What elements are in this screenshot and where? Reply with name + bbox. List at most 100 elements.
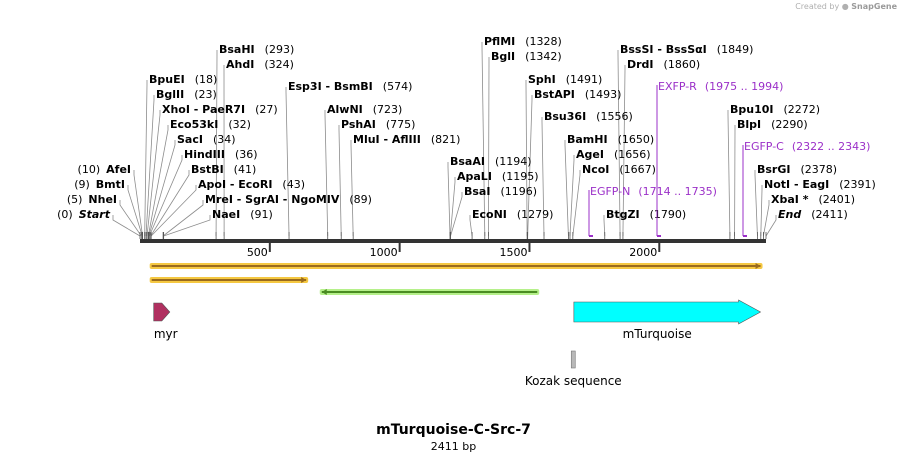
site-label[interactable]: EcoNI(1279)	[472, 208, 553, 221]
site-position: (1491)	[566, 73, 603, 86]
primer-label[interactable]: EXFP-R(1975 .. 1994)	[658, 80, 783, 93]
site-position: (1196)	[500, 185, 537, 198]
site-name: AhdI	[226, 58, 254, 71]
site-leader-line	[133, 170, 143, 237]
site-leader-line	[163, 215, 211, 237]
ruler-tick-label: 2000	[629, 246, 657, 259]
site-label[interactable]: DrdI(1860)	[627, 58, 700, 71]
site-name: XhoI - PaeR7I	[162, 103, 245, 116]
site-label[interactable]: BglI(1342)	[491, 50, 562, 63]
site-leader-line	[150, 170, 190, 237]
site-position: (0)	[57, 208, 73, 221]
site-label[interactable]: BtgZI(1790)	[606, 208, 686, 221]
feature-arrow[interactable]	[573, 299, 762, 325]
site-label[interactable]: XhoI - PaeR7I (27)	[162, 103, 278, 116]
site-label[interactable]: Bsu36I(1556)	[544, 110, 633, 123]
site-position: (27)	[255, 103, 278, 116]
site-label[interactable]: SacI(34)	[177, 133, 236, 146]
primer-label[interactable]: EGFP-C(2322 .. 2343)	[744, 140, 870, 153]
site-position: (723)	[373, 103, 403, 116]
site-name: HindIII	[184, 148, 225, 161]
site-position: (9)	[74, 178, 90, 191]
site-name: AfeI	[106, 163, 131, 176]
site-name: ApaLI	[457, 170, 492, 183]
site-position: (89)	[349, 193, 372, 206]
site-leader-line	[763, 200, 770, 237]
feature-label: myr	[154, 327, 178, 341]
site-label[interactable]: Start(0)	[57, 208, 111, 221]
site-label[interactable]: AhdI(324)	[226, 58, 294, 71]
site-label[interactable]: AfeI(10)	[78, 163, 131, 176]
site-name: AgeI	[576, 148, 604, 161]
site-leader-line	[447, 162, 451, 237]
site-name: BglII	[156, 88, 184, 101]
site-position: (36)	[235, 148, 258, 161]
plasmid-linear-map: BsaHI(293) AhdI(324) BpuEI(18) BglII(23) Xho…	[57, 35, 876, 388]
site-leader-line	[603, 215, 606, 237]
site-position: (574)	[383, 80, 413, 93]
site-label[interactable]: BpuEI(18)	[149, 73, 217, 86]
site-label[interactable]: Bpu10I (2272)	[730, 103, 820, 116]
site-label[interactable]: BglII(23)	[156, 88, 217, 101]
map-title: mTurquoise-C-Src-7	[376, 422, 531, 438]
site-label[interactable]: End (2411)	[778, 208, 848, 221]
site-leader-line	[338, 125, 342, 237]
site-label[interactable]: MluI - AflIII(821)	[353, 133, 460, 146]
dna-backbone[interactable]	[140, 239, 766, 243]
site-position: (1279)	[517, 208, 554, 221]
site-name: DrdI	[627, 58, 654, 71]
site-leader-line	[112, 215, 141, 237]
site-leader-line	[324, 110, 329, 237]
site-label[interactable]: XbaI *(2401)	[771, 193, 855, 206]
site-label[interactable]: BsaI(1196)	[464, 185, 537, 198]
site-label[interactable]: PflMI(1328)	[484, 35, 562, 48]
site-position: (1849)	[717, 43, 754, 56]
site-label[interactable]: HindIII (36)	[184, 148, 258, 161]
site-position: (2272)	[784, 103, 821, 116]
site-leader-line	[481, 42, 486, 237]
site-leader-line	[765, 215, 777, 237]
primer-name: EGFP-C	[744, 140, 784, 153]
site-label[interactable]: Esp3I - BsmBI(574)	[288, 80, 412, 93]
site-label[interactable]: BsaHI(293)	[219, 43, 294, 56]
site-name: NheI	[88, 193, 117, 206]
site-label[interactable]: NcoI(1667)	[582, 163, 656, 176]
site-leader-line	[527, 95, 533, 237]
site-label[interactable]: NheI (5)	[67, 193, 117, 206]
site-label[interactable]: MreI - SgrAI - NgoMIV(89)	[205, 193, 372, 206]
site-name: Bpu10I	[730, 103, 774, 116]
feature-box[interactable]	[570, 350, 576, 369]
site-leader-line	[760, 185, 763, 237]
primer-label[interactable]: EGFP-N(1714 .. 1735)	[590, 185, 717, 198]
site-label[interactable]: BlpI(2290)	[737, 118, 808, 131]
site-label[interactable]: SphI(1491)	[528, 73, 602, 86]
site-label[interactable]: BsaAI(1194)	[450, 155, 532, 168]
site-label[interactable]: AlwNI(723)	[327, 103, 402, 116]
site-name: BtgZI	[606, 208, 640, 221]
site-position: (1195)	[502, 170, 539, 183]
site-label[interactable]: ApaLI (1195)	[457, 170, 539, 183]
site-leader-line	[215, 50, 218, 237]
site-name: End	[778, 208, 801, 221]
site-name: BmtI	[96, 178, 125, 191]
site-label[interactable]: NotI - EagI(2391)	[764, 178, 876, 191]
site-label[interactable]: AgeI(1656)	[576, 148, 651, 161]
site-label[interactable]: BmtI (9)	[74, 178, 125, 191]
site-position: (2411)	[811, 208, 848, 221]
site-label[interactable]: ApoI - EcoRI(43)	[198, 178, 305, 191]
site-label[interactable]: BsrGI(2378)	[757, 163, 837, 176]
site-label[interactable]: BstAPI(1493)	[534, 88, 621, 101]
site-label[interactable]: PshAI(775)	[341, 118, 415, 131]
site-name: SacI	[177, 133, 203, 146]
site-position: (5)	[67, 193, 83, 206]
site-label[interactable]: Eco53kI(32)	[170, 118, 251, 131]
feature-arrow[interactable]	[153, 302, 171, 322]
site-name: NotI - EagI	[764, 178, 829, 191]
site-label[interactable]: NaeI(91)	[212, 208, 273, 221]
feature-label: Kozak sequence	[525, 374, 622, 388]
site-label[interactable]: BssSI - BssSαI(1849)	[620, 43, 753, 56]
site-label[interactable]: BstBI(41)	[191, 163, 256, 176]
site-label[interactable]: BamHI(1650)	[567, 133, 654, 146]
site-position: (43)	[282, 178, 305, 191]
site-name: BsrGI	[757, 163, 790, 176]
